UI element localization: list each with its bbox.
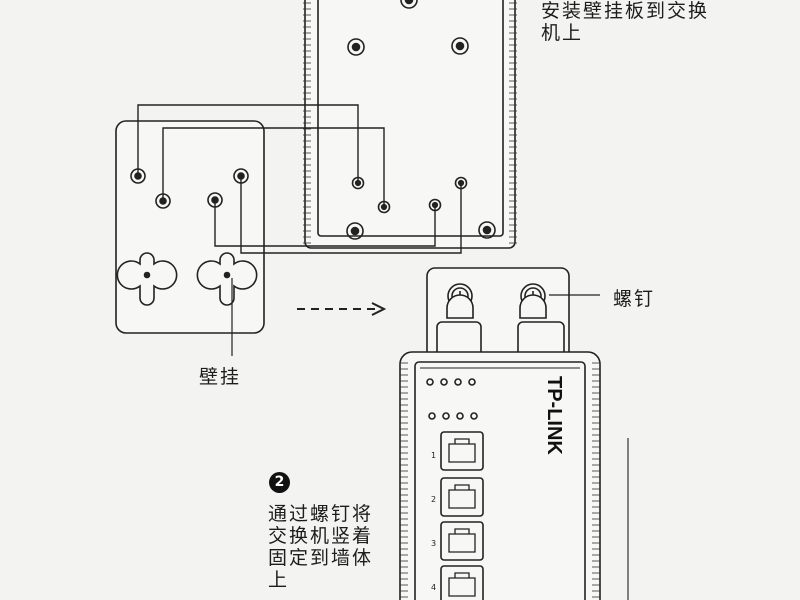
ethernet-port: [440, 477, 484, 517]
mounting-hole: [400, 0, 418, 9]
mounting-bracket: [426, 267, 600, 379]
mounting-hole: [451, 37, 469, 55]
alignment-lines: [137, 104, 462, 254]
switch-front-view: [399, 351, 601, 600]
port-number: 2: [431, 495, 436, 504]
caption-screw: 螺钉: [613, 288, 656, 310]
mounting-hole: [478, 221, 496, 239]
ethernet-port: [440, 431, 484, 471]
mounting-hole: [346, 222, 364, 240]
brand-logo: TP-LINK: [543, 376, 565, 455]
port-number: 1: [431, 451, 436, 460]
step-block: 2 通过螺钉将交换机竖着固定到墙体上: [268, 472, 388, 591]
direction-arrow: [297, 302, 387, 316]
keyhole-slot: [196, 252, 258, 306]
status-leds: [426, 378, 478, 420]
ethernet-port: [440, 521, 484, 561]
port-number: 4: [431, 583, 436, 592]
mounting-hole: [347, 38, 365, 56]
keyhole-slot: [116, 252, 178, 306]
port-number: 3: [431, 539, 436, 548]
step-instruction: 通过螺钉将交换机竖着固定到墙体上: [268, 503, 374, 591]
switch-rear-view: [303, 0, 517, 249]
caption-wall-mount: 壁挂: [199, 366, 242, 388]
caption-attach-plate: 安装壁挂板到交换机上: [541, 0, 710, 44]
step-number-badge: 2: [269, 472, 290, 493]
ethernet-port: [440, 565, 484, 600]
wall-mount-plate: [115, 120, 265, 334]
